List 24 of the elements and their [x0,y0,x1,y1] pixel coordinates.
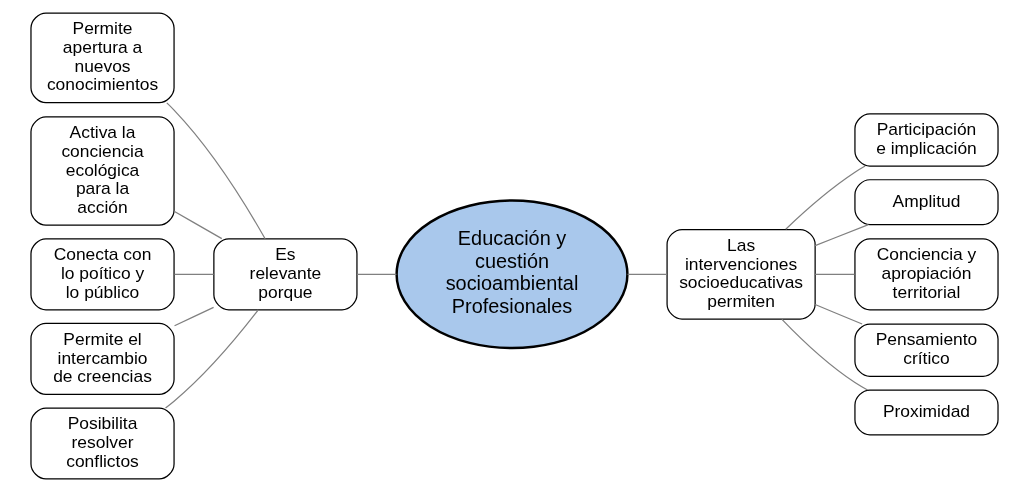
node-ellipse: Educación y cuestión socioambiental Profesionales [395,199,629,350]
connector [781,318,869,391]
node-box: Posibilita resolver conflictos [30,407,175,480]
connector [173,273,215,275]
node-box: Proximidad [854,389,999,436]
connector [814,273,856,275]
connector [164,309,259,409]
connector [814,303,863,325]
connector [173,210,223,240]
node-box: Participación e implicación [854,113,999,167]
node-box: Permite el intercambio de creencias [30,322,175,395]
node-box: Conciencia y apropiación territorial [854,238,999,311]
node-box: Es relevante porque [213,238,358,311]
connector [626,273,668,275]
connector [173,306,215,327]
connector [785,165,866,230]
connector [356,273,397,275]
node-box: Activa la conciencia ecológica para la acción [30,116,175,226]
node-box: Amplitud [854,179,999,226]
node-box: Conecta con lo poítico y lo público [30,238,175,311]
node-box: Las intervenciones socioeducativas permiten [666,228,816,320]
node-box: Pensamiento crítico [854,323,999,377]
connector [166,102,266,240]
node-box: Permite apertura a nuevos conocimientos [30,12,175,104]
